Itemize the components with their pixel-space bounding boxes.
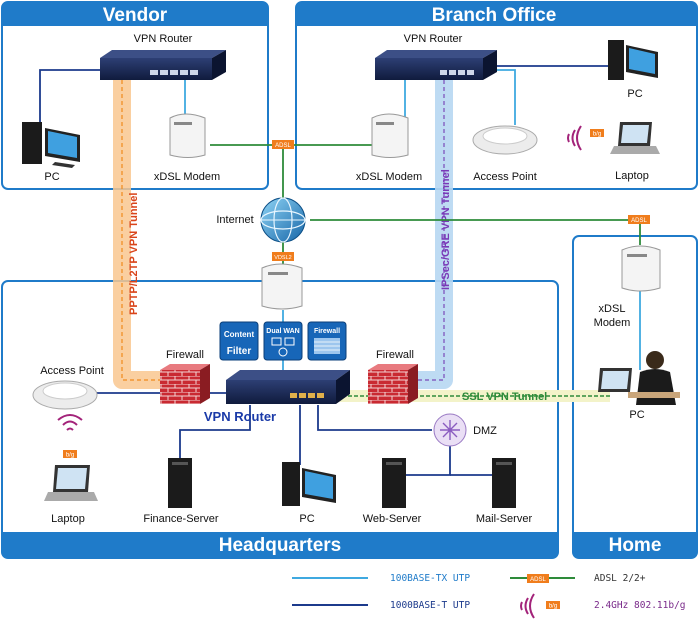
svg-text:Dual WAN: Dual WAN (266, 328, 299, 335)
branch-ap-icon (472, 125, 538, 155)
home-modem-icon (621, 245, 661, 292)
svg-text:ADSL: ADSL (275, 143, 291, 149)
svg-text:VDSL2: VDSL2 (274, 255, 291, 261)
branch-pc-icon (608, 40, 658, 80)
legend-adsl-badge (527, 574, 549, 583)
branch-title: Branch Office (432, 5, 557, 26)
finance-server-label: Finance-Server (143, 513, 219, 525)
firewall-feature-icon: Firewall (307, 321, 347, 361)
vendor-pc-icon (22, 122, 80, 168)
branch-ap-label: Access Point (473, 171, 537, 183)
hq-pc-icon (282, 462, 336, 506)
svg-text:Content: Content (224, 330, 255, 339)
branch-router-label: VPN Router (404, 33, 463, 45)
branch-bg-badge: b/g (590, 129, 604, 138)
dmz-switch-icon (433, 413, 467, 447)
svg-text:b/g: b/g (66, 453, 74, 459)
vendor-modem-icon (169, 113, 206, 158)
hq-pc-label: PC (299, 513, 314, 525)
branch-modem-label: xDSL Modem (356, 171, 422, 183)
hq-modem-icon (261, 263, 303, 310)
svg-text:Firewall: Firewall (314, 328, 340, 335)
internet-label: Internet (216, 214, 253, 226)
web-server-label: Web-Server (363, 513, 422, 525)
vendor-modem-label: xDSL Modem (154, 171, 220, 183)
internet-globe-icon (260, 197, 306, 243)
firewall-left-label: Firewall (166, 349, 204, 361)
web-server-icon (382, 458, 406, 508)
dual-wan-icon: Dual WAN (263, 321, 303, 361)
legend: 100BASE-TX UTP 1000BASE-T UTP ADSL ADSL … (292, 573, 686, 619)
legend-adsl-label: ADSL 2/2+ (594, 573, 646, 584)
firewall-right-label: Firewall (376, 349, 414, 361)
svg-text:Filter: Filter (227, 346, 252, 357)
adsl-badge-right: ADSL (628, 215, 650, 224)
mail-server-icon (492, 458, 516, 508)
legend-bg-badge (546, 601, 560, 609)
vendor-pc-label: PC (44, 171, 59, 183)
branch-router (375, 50, 497, 80)
firewall-left-icon (160, 364, 210, 404)
home-pc-label: PC (629, 409, 644, 421)
hq-ap-icon (32, 380, 98, 410)
finance-server-icon (168, 458, 192, 508)
branch-modem-icon (371, 113, 409, 158)
svg-text:ADSL: ADSL (530, 577, 546, 583)
vendor-router-label: VPN Router (134, 33, 193, 45)
branch-laptop-label: Laptop (615, 170, 649, 182)
branch-wifi-icon (567, 125, 582, 151)
hq-wifi-icon (57, 414, 83, 431)
legend-wifi-label: 2.4GHz 802.11b/g (594, 600, 686, 611)
hq-router-label: VPN Router (204, 409, 276, 424)
vendor-title: Vendor (103, 5, 168, 26)
svg-text:ADSL: ADSL (631, 218, 647, 224)
svg-text:b/g: b/g (549, 604, 557, 610)
headquarters-region: Headquarters (1, 280, 559, 559)
hq-bg-badge: b/g (63, 450, 77, 459)
adsl-badge-top: ADSL (272, 140, 294, 149)
firewall-right-icon (368, 364, 418, 404)
svg-text:b/g: b/g (593, 132, 601, 138)
home-title: Home (609, 535, 662, 556)
dmz-label: DMZ (473, 425, 497, 437)
hq-laptop-label: Laptop (51, 513, 85, 525)
legend-wifi-icon (520, 593, 535, 619)
branch-pc-label: PC (627, 88, 642, 100)
vdsl-badge: VDSL2 (272, 252, 294, 261)
hq-laptop-icon (44, 465, 98, 501)
pptp-tunnel: PPTP/L2TP VPN Tunnel (113, 80, 170, 389)
home-pc-user-icon (598, 351, 680, 405)
headquarters-title: Headquarters (219, 535, 342, 556)
ssl-label: SSL VPN Tunnel (462, 391, 547, 403)
pptp-label: PPTP/L2TP VPN Tunnel (128, 193, 140, 315)
legend-gig-label: 1000BASE-T UTP (390, 600, 470, 611)
vendor-router (100, 50, 226, 80)
legend-fast-label: 100BASE-TX UTP (390, 573, 470, 584)
branch-laptop-icon (610, 122, 660, 154)
content-filter-icon: Content Filter (219, 321, 259, 361)
hq-ap-label: Access Point (40, 365, 104, 377)
mail-server-label: Mail-Server (476, 513, 533, 525)
home-modem-label-line1: xDSL (599, 303, 626, 315)
home-modem-label-line2: Modem (594, 317, 631, 329)
ipsec-label: IPSec/GRE VPN Tunnel (440, 169, 452, 290)
hq-router (226, 370, 350, 404)
